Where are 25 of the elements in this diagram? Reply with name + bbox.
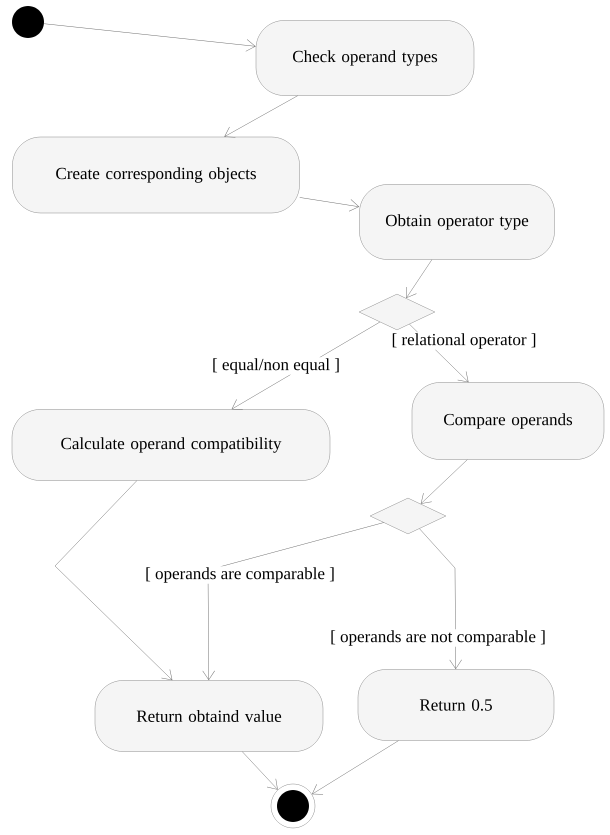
arrow: [312, 740, 399, 795]
arrow: [54, 480, 172, 680]
arrow: [242, 751, 278, 790]
decision-diamond: [358, 294, 436, 330]
arrow: [406, 259, 432, 298]
arrow: [202, 522, 384, 680]
decision-diamond: [370, 498, 446, 534]
arrow: [224, 95, 298, 138]
action-box: Create corresponding objects: [12, 136, 300, 214]
edge-label: [ relational operator ]: [390, 332, 538, 350]
arrow: [420, 459, 468, 504]
initial-node: [12, 6, 44, 38]
arrow: [44, 23, 256, 52]
action-box: Compare operands: [412, 382, 604, 460]
final-node: [270, 784, 316, 828]
action-box: Obtain operator type: [359, 184, 555, 260]
edge-label: [ equal/non equal ]: [211, 357, 341, 375]
edge-label: [ operands are comparable ]: [144, 566, 336, 584]
action-box: Calculate operand compatibility: [12, 409, 330, 481]
arrow: [299, 197, 360, 212]
edge-label: [ operands are not comparable ]: [329, 629, 547, 647]
action-box: Check operand types: [256, 20, 474, 96]
action-box: Return obtaind value: [94, 680, 324, 752]
arrow: [419, 528, 462, 670]
action-box: Return 0.5: [358, 669, 554, 741]
